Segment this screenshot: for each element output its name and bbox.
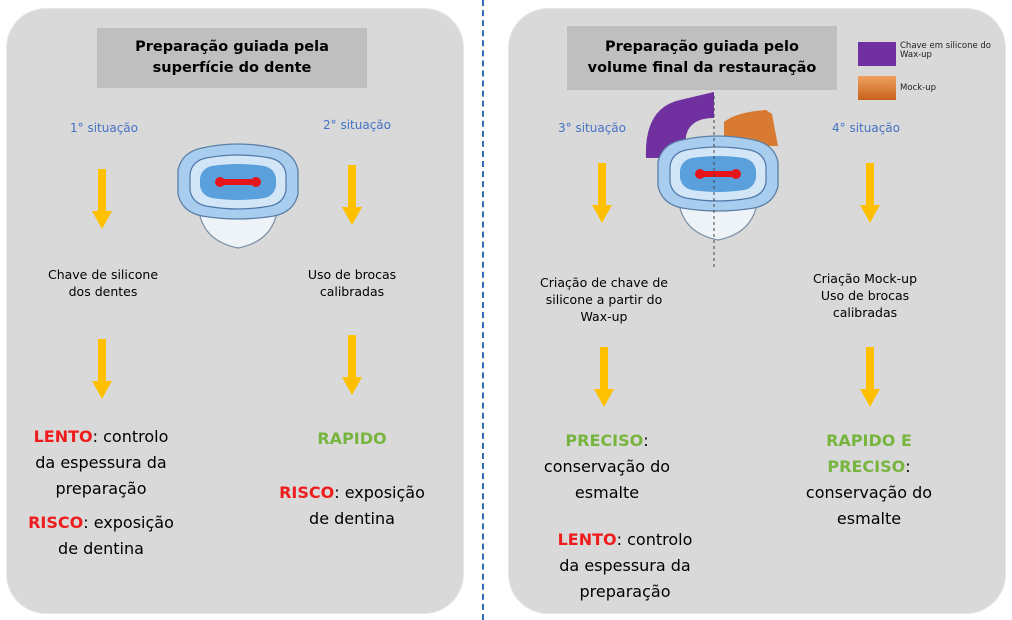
result-4-rest: :: [905, 457, 911, 476]
right-title-line1: Preparação guiada pelo: [605, 39, 799, 55]
result-4-keyword2: PRECISO: [827, 457, 906, 476]
result-1-risk-rest: : exposição: [83, 513, 174, 532]
step-3-line1: Criação de chave de: [540, 275, 668, 290]
result-3-line2: conservação do: [543, 457, 671, 476]
step-3-text: Criação de chave de silicone a partir do…: [524, 274, 684, 325]
situation-1-label: 1° situação: [70, 121, 138, 135]
result-1: LENTO: controlo da espessura da preparaç…: [16, 424, 186, 562]
arrow-down-4a: [860, 160, 880, 226]
step-2-text: Uso de brocas calibradas: [280, 266, 424, 300]
result-4: RAPIDO E PRECISO: conservação do esmalte: [784, 428, 954, 532]
tooth-diagram-left: [168, 140, 308, 250]
result-1-rest: : controlo: [92, 427, 169, 446]
arrow-down-4b: [860, 344, 880, 410]
result-4-keyword: RAPIDO E: [826, 431, 912, 450]
result-1-risk-line2: de dentina: [58, 539, 144, 558]
result-2-risk-keyword: RISCO: [279, 483, 335, 502]
legend-swatch-mockup: [858, 76, 896, 100]
situation-3-label: 3° situação: [558, 121, 626, 135]
result-3-slow-rest: : controlo: [616, 530, 693, 549]
tooth-diagram-right: [645, 92, 790, 268]
step-1-line1: Chave de silicone: [47, 267, 159, 282]
result-2-risk-rest: : exposição: [334, 483, 425, 502]
situation-4-label: 4° situação: [832, 121, 900, 135]
legend-swatch-silicone: [858, 42, 896, 66]
result-1-line2: da espessura da: [35, 453, 167, 472]
result-3: PRECISO: conservação do esmalte: [522, 428, 692, 506]
result-1-risk-keyword: RISCO: [28, 513, 84, 532]
right-title-line2: volume final da restauração: [587, 60, 817, 76]
right-title: Preparação guiada pelo volume final da r…: [567, 26, 837, 90]
result-2: RAPIDO RISCO: exposição de dentina: [262, 426, 442, 532]
step-3-line3: Wax-up: [580, 309, 628, 324]
arrow-down-1b: [92, 336, 112, 402]
step-3-line2: silicone a partir do: [545, 292, 663, 307]
panel-divider: [482, 0, 484, 620]
result-3-slow-line3: preparação: [579, 582, 671, 601]
step-2-line2: calibradas: [319, 284, 385, 299]
left-title-line1: Preparação guiada pela: [135, 39, 329, 55]
result-3-slow-keyword: LENTO: [557, 530, 617, 549]
result-3-rest: :: [643, 431, 649, 450]
legend-label-mockup: Mock-up: [900, 83, 936, 93]
arrow-down-2a: [342, 162, 362, 228]
step-4-text: Criação Mock-up Uso de brocas calibradas: [790, 270, 940, 321]
step-4-line3: calibradas: [832, 305, 898, 320]
arrow-down-3b: [594, 344, 614, 410]
left-title-line2: superfície do dente: [152, 60, 312, 76]
result-3-line3: esmalte: [574, 483, 640, 502]
step-2-line1: Uso de brocas: [307, 267, 397, 282]
result-1-keyword: LENTO: [33, 427, 93, 446]
step-1-text: Chave de silicone dos dentes: [20, 266, 186, 300]
left-title: Preparação guiada pela superfície do den…: [97, 28, 367, 88]
result-3-slow: LENTO: controlo da espessura da preparaç…: [540, 527, 710, 605]
result-1-line3: preparação: [55, 479, 147, 498]
step-4-line1: Criação Mock-up: [812, 271, 918, 286]
arrow-down-1a: [92, 166, 112, 232]
result-4-line3: esmalte: [836, 509, 902, 528]
legend-label-silicone: Chave em silicone do Wax-up: [900, 41, 992, 60]
step-4-line2: Uso de brocas: [820, 288, 910, 303]
result-2-risk-line2: de dentina: [309, 509, 395, 528]
arrow-down-3a: [592, 160, 612, 226]
right-panel: [508, 8, 1006, 614]
situation-2-label: 2° situação: [323, 118, 391, 132]
result-2-keyword: RAPIDO: [317, 429, 387, 448]
step-1-line2: dos dentes: [68, 284, 138, 299]
result-3-keyword: PRECISO: [565, 431, 644, 450]
left-panel: [6, 8, 464, 614]
arrow-down-2b: [342, 332, 362, 398]
result-4-line2: conservação do: [805, 483, 933, 502]
result-3-slow-line2: da espessura da: [559, 556, 691, 575]
